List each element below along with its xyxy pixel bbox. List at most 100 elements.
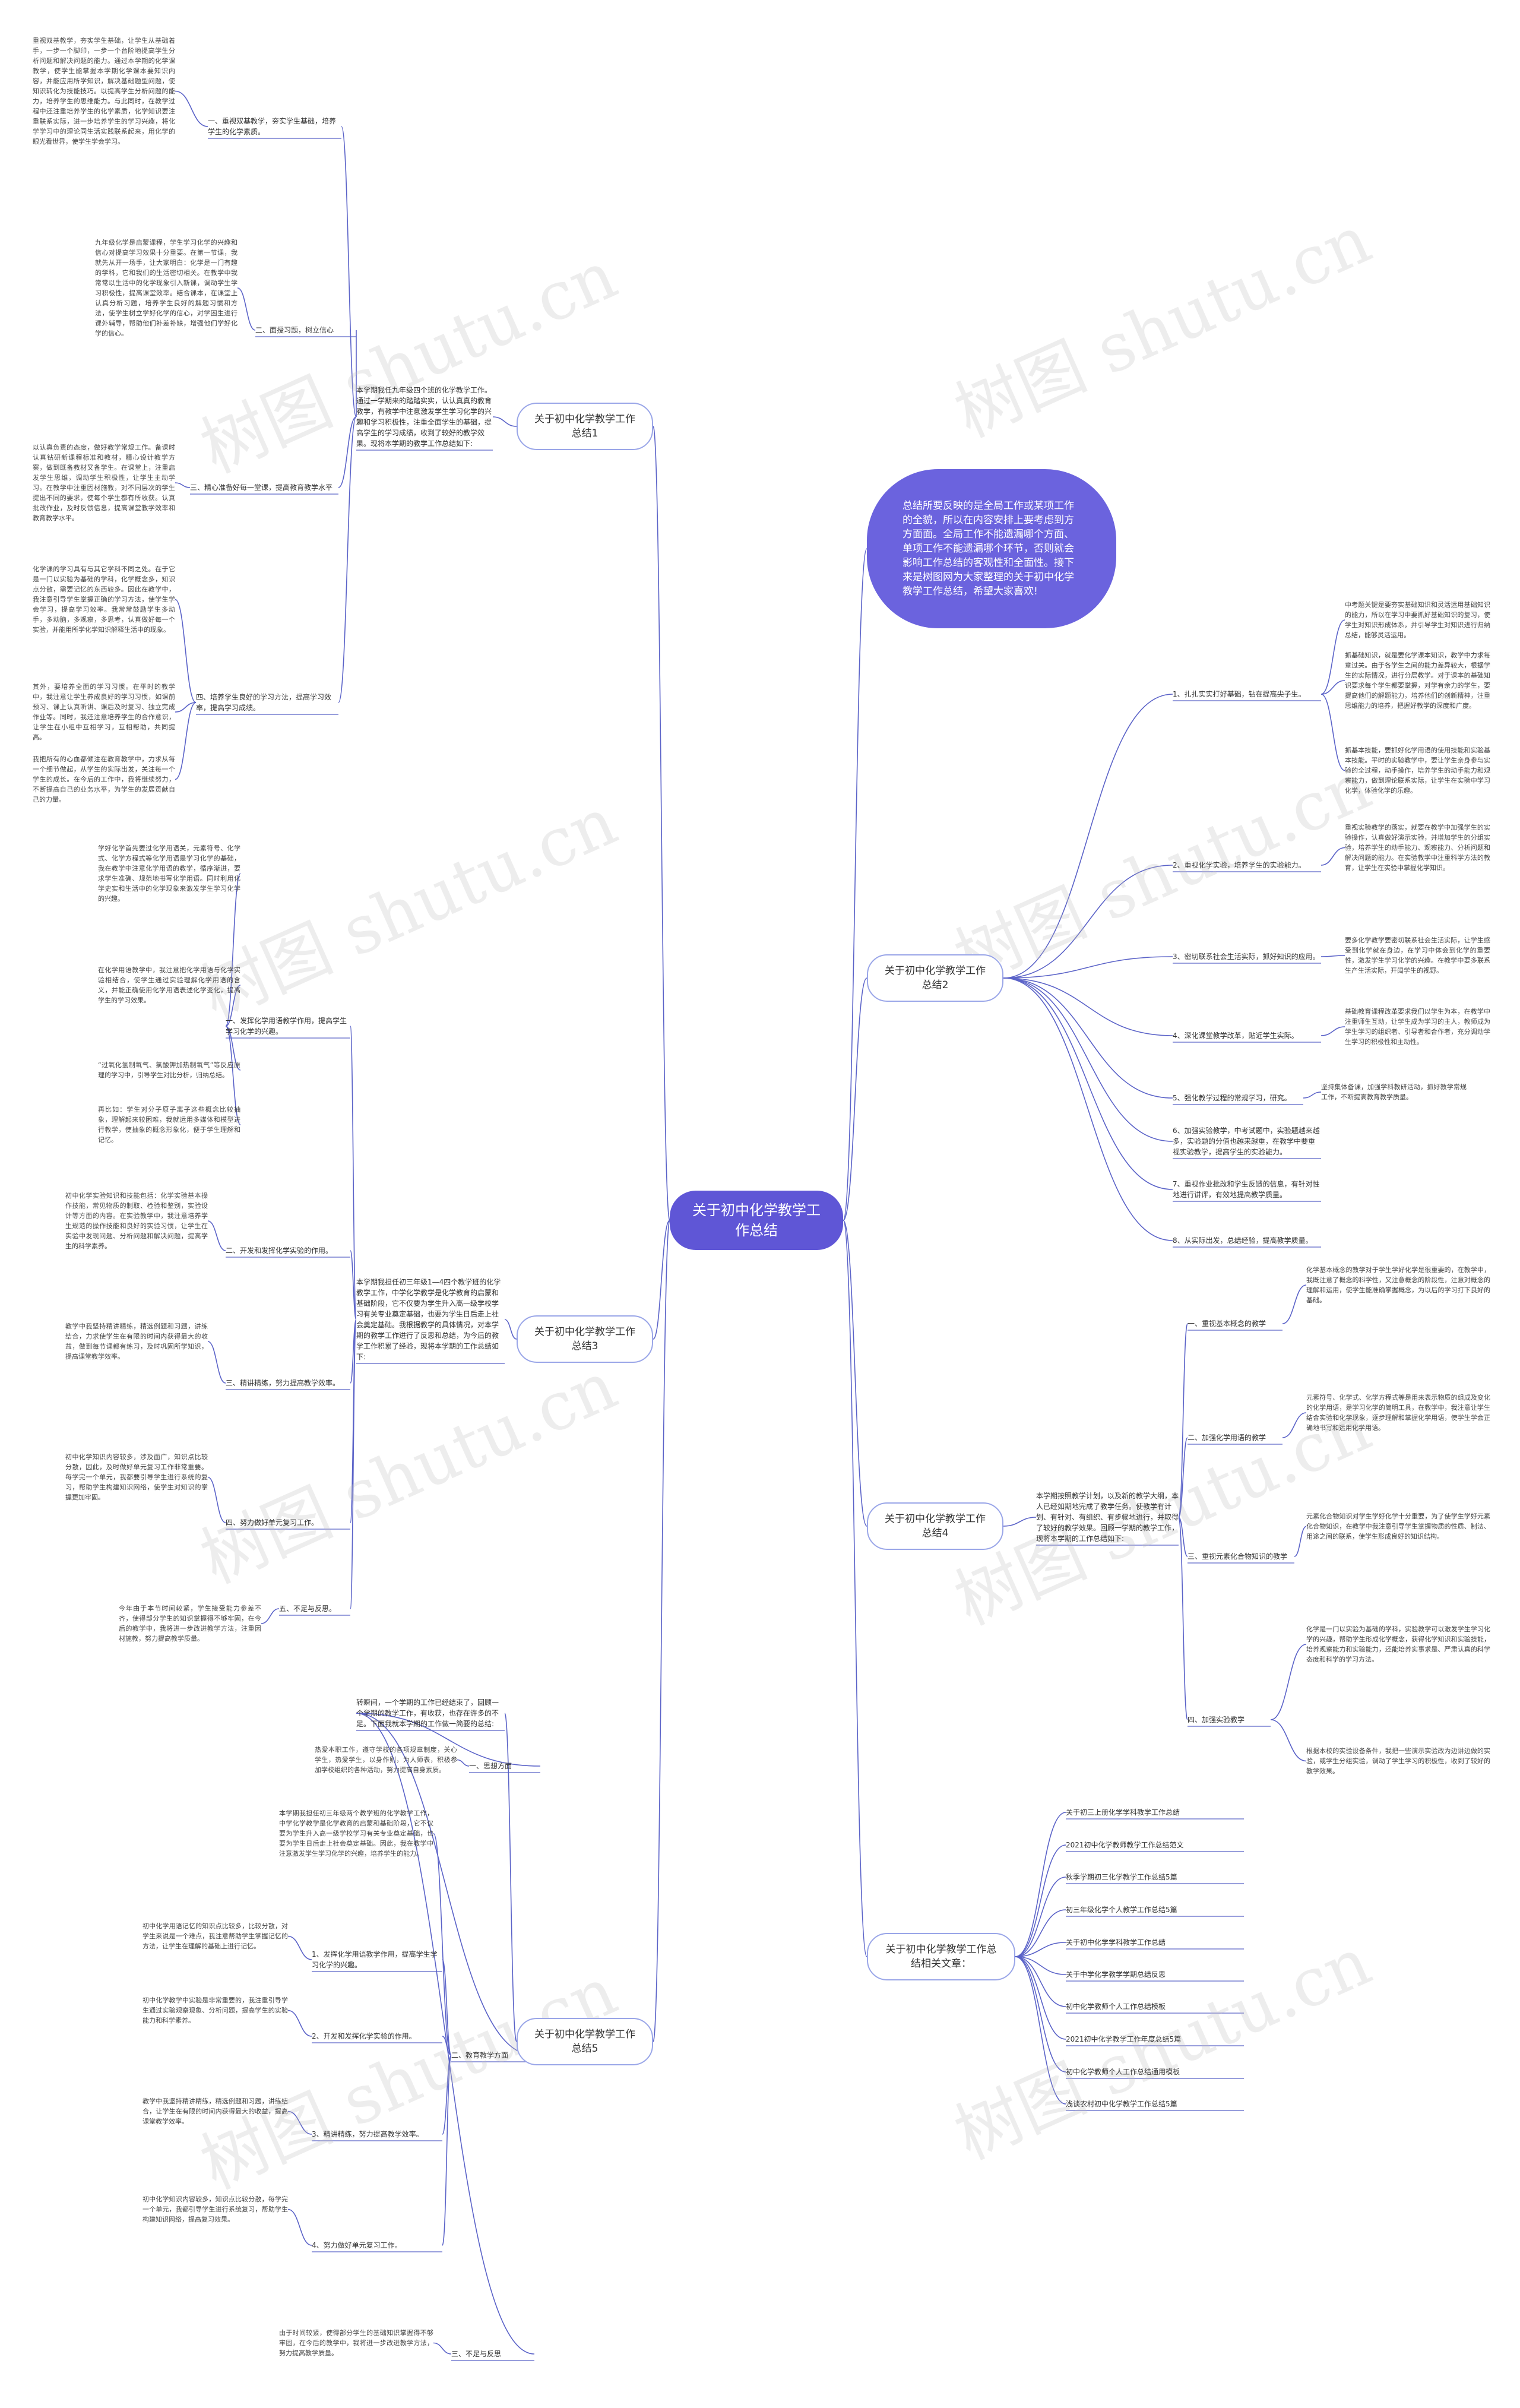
t2-paragraph-2: 重视实验教学的落实，就要在教学中加强学生的实验操作，认真做好演示实验，并增加学生… xyxy=(1345,824,1490,872)
t5-paragraph-2: 本学期我担任初三年级两个教学班的化学教学工作，中学化学教学是化学教育的启蒙和基础… xyxy=(279,1809,433,1858)
connector-line xyxy=(356,1713,535,2056)
connector-line xyxy=(338,416,357,703)
connector-line xyxy=(1320,1026,1345,1036)
t1-intro: 本学期我任九年级四个班的化学教学工作。通过一学期来的踏踏实实，认认真真的教育教学… xyxy=(356,386,492,448)
t5-paragraph-2-2: 初中化学教学中实验是非常重要的，我注重引导学生通过实验观察现象、分析问题，提高学… xyxy=(142,1996,288,2024)
connector-line xyxy=(287,1935,312,1960)
t1-point-2: 二、面授习题，树立信心 xyxy=(255,326,334,334)
t4-point-2: 二、加强化学用语的教学 xyxy=(1188,1434,1266,1442)
connector-line xyxy=(442,1959,452,2056)
t4-point-4: 四、加强实验教学 xyxy=(1188,1716,1245,1724)
connector-line xyxy=(504,1319,517,1340)
connector-line xyxy=(653,1220,670,2042)
connector-line xyxy=(287,2110,312,2135)
t3-point-1: 一、发挥化学用语教学作用，提高学生学习化学的兴趣。 xyxy=(226,1017,347,1036)
t1-point-1: 一、重视双基教学，夯实学生基础，培养学生的化学素质。 xyxy=(208,117,337,136)
connector-line xyxy=(287,2208,312,2246)
t1-point-3: 三、精心准备好每一堂课，提高教育教学水平 xyxy=(190,483,333,492)
t1-paragraph-2: 九年级化学是启蒙课程，学生学习化学的兴趣和信心对提高学习效果十分重要。在第一节课… xyxy=(95,239,238,337)
t5-paragraph-2-1: 初中化学用语记忆的知识点比较多，比较分散，对学生来说是一个难点，我注意帮助学生掌… xyxy=(142,1922,288,1950)
related-article-link[interactable]: 秋季学期初三化学教学工作总结5篇 xyxy=(1066,1873,1177,1881)
topic-summary-2[interactable]: 关于初中化学教学工作总结2 xyxy=(867,954,1003,1002)
connector-line xyxy=(207,1220,226,1251)
t4-paragraph-5: 根据本校的实验设备条件，我把一些演示实验改为边讲边做的实验，或学生分组实验，调动… xyxy=(1306,1747,1490,1775)
t5-point-2-1: 1、发挥化学用语教学作用，提高学生学习化学的兴趣。 xyxy=(312,1950,438,1969)
summary-bubble[interactable]: 总结所要反映的是全局工作或某项工作的全貌，所以在内容安排上要考虑到方方面面。全局… xyxy=(867,469,1116,628)
t2-point-7: 7、重视作业批改和学生反馈的信息，有针对性地进行讲评，有效地提高教学质量。 xyxy=(1173,1180,1320,1199)
t1-paragraph-4: 化学课的学习具有与其它学科不同之处。在于它是一门以实验为基础的学科，化学概念多，… xyxy=(33,565,175,634)
connector-line xyxy=(207,1341,226,1384)
connector-line xyxy=(1015,1812,1066,1957)
topic-summary-4[interactable]: 关于初中化学教学工作总结4 xyxy=(867,1502,1003,1550)
t2-point-6: 6、加强实验教学，中考试题中，实验题越来越多，实验题的分值也越来越重，在教学中要… xyxy=(1173,1127,1320,1156)
t1-paragraph-5: 其外，要培养全面的学习习惯。在平时的教学中，我注意让学生养成良好的学习习惯，如课… xyxy=(33,683,175,741)
connector-line xyxy=(237,287,256,331)
related-article-link[interactable]: 2021初中化学教师教学工作总结范文 xyxy=(1066,1841,1184,1849)
connector-line xyxy=(1178,1437,1188,1518)
t3-paragraph-5: 初中化学实验知识和技能包括：化学实验基本操作技能，常见物质的制取、检验和鉴别，实… xyxy=(65,1192,208,1250)
connector-line xyxy=(1178,1517,1188,1557)
topic-related-articles[interactable]: 关于初中化学教学工作总结相关文章： xyxy=(867,1933,1015,1980)
connector-line xyxy=(433,2342,452,2355)
connector-line xyxy=(1303,1091,1322,1099)
topic-summary-5[interactable]: 关于初中化学教学工作总结5 xyxy=(517,2018,653,2065)
connector-line xyxy=(504,1713,517,2042)
connector-line xyxy=(1015,1956,1066,1975)
connector-line xyxy=(1003,865,1173,979)
related-article-link[interactable]: 浅谈农村初中化学教学工作总结5篇 xyxy=(1066,2100,1177,2108)
t2-paragraph-1b: 抓基础知识，就是要化学课本知识，教学中力求每章过关。由于各学生之间的能力差异较大… xyxy=(1345,651,1490,710)
t5-intro: 转瞬间，一个学期的工作已经结束了，回顾一个学期的教学工作，有收获，也存在许多的不… xyxy=(356,1698,499,1728)
connector-line xyxy=(1015,1956,1066,2105)
connector-line xyxy=(175,702,197,780)
connector-line xyxy=(492,416,517,427)
connector-line xyxy=(1003,977,1173,1142)
connector-line xyxy=(1320,847,1345,866)
root-topic[interactable]: 关于初中化学教学工作总结 xyxy=(670,1191,843,1250)
connector-line xyxy=(225,985,241,1027)
connector-line xyxy=(1015,1956,1066,2007)
t3-paragraph-3: “过氧化氢制氧气、氯酸钾加热制氧气”等反应原理的学习中，引导学生对比分析，归纳总… xyxy=(98,1061,240,1079)
connector-line xyxy=(225,873,241,1027)
t3-point-3: 三、精讲精练，努力提高教学效率。 xyxy=(226,1379,340,1387)
connector-line xyxy=(843,1220,867,1957)
t5-point-2-3: 3、精讲精练，努力提高教学效率。 xyxy=(312,2130,423,2138)
connector-line xyxy=(653,426,670,1221)
connector-line xyxy=(442,2055,452,2246)
t5-point-2-2: 2、开发和发挥化学实验的作用。 xyxy=(312,2032,416,2040)
t3-point-4: 四、努力做好单元复习工作。 xyxy=(226,1518,319,1527)
connector-line xyxy=(1003,977,1173,1036)
t3-paragraph-7: 初中化学知识内容较多，涉及面广，知识点比较分散，因此，及时做好单元复习工作非常重… xyxy=(65,1453,208,1501)
related-article-link[interactable]: 关于初三上册化学学科教学工作总结 xyxy=(1066,1808,1180,1817)
connector-line xyxy=(442,2036,452,2056)
connector-line xyxy=(175,482,191,488)
t1-paragraph-1: 重视双基教学，夯实学生基础，让学生从基础着手，一步一个脚印，一步一个台阶地提高学… xyxy=(33,37,175,145)
related-article-link[interactable]: 初中化学教师个人工作总结通用模板 xyxy=(1066,2068,1180,2076)
related-article-link[interactable]: 初中化学教师个人工作总结模板 xyxy=(1066,2002,1166,2011)
connector-line xyxy=(843,548,867,1221)
connector-line xyxy=(1003,977,1173,1241)
t2-paragraph-1a: 中考题关键是要夯实基础知识和灵活运用基础知识的能力，所以在学习中要抓好基础知识的… xyxy=(1345,601,1490,639)
connector-line xyxy=(1320,694,1345,771)
related-article-link[interactable]: 关于初中化学学科教学工作总结 xyxy=(1066,1938,1166,1947)
topic-summary-1[interactable]: 关于初中化学教学工作总结1 xyxy=(517,403,653,450)
t5-paragraph-1: 热爱本职工作，遵守学校的各项规章制度，关心学生，热爱学生，以身作则，为人师表，积… xyxy=(315,1746,457,1774)
t5-point-3: 三、不足与反思 xyxy=(451,2350,502,2358)
t2-point-4: 4、深化课堂教学改革，贴近学生实际。 xyxy=(1173,1031,1299,1040)
t4-point-3: 三、重视元素化合物知识的教学 xyxy=(1188,1552,1288,1561)
connector-line xyxy=(261,1608,280,1624)
topic-summary-3[interactable]: 关于初中化学教学工作总结3 xyxy=(517,1315,653,1363)
related-article-link[interactable]: 初三年级化学个人教学工作总结5篇 xyxy=(1066,1906,1177,1914)
connector-line xyxy=(338,416,357,488)
related-article-link[interactable]: 2021初中化学教学工作年度总结5篇 xyxy=(1066,2035,1182,2043)
t3-paragraph-2: 在化学用语教学中，我注意把化学用语与化学实验相结合，使学生通过实验理解化学用语的… xyxy=(98,966,240,1004)
connector-line xyxy=(356,1713,541,1767)
connector-line xyxy=(653,1220,670,1340)
related-article-link[interactable]: 关于中学化学教学学期总结反思 xyxy=(1066,1970,1166,1979)
t3-point-2: 二、开发和发挥化学实验的作用。 xyxy=(226,1246,333,1255)
t1-paragraph-6: 我把所有的心血都倾注在教育教学中，力求从每一个细节做起，从学生的实际出发，关注每… xyxy=(33,755,175,803)
connector-line xyxy=(1015,1942,1066,1957)
t5-point-2-4: 4、努力做好单元复习工作。 xyxy=(312,2241,402,2249)
connector-line xyxy=(175,702,197,713)
connector-line xyxy=(1320,955,1345,957)
connector-line xyxy=(1015,1956,1066,2040)
